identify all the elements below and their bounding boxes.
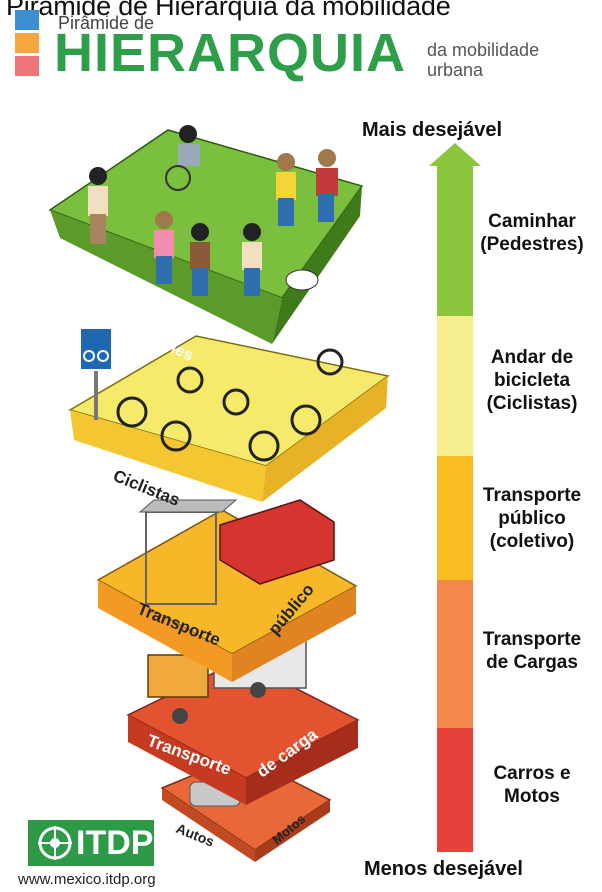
scale-segment-bike bbox=[437, 316, 473, 456]
bike-sign bbox=[79, 327, 113, 420]
logo-text: ITDP bbox=[76, 824, 154, 862]
scale-bar bbox=[429, 143, 481, 852]
segment-label-public-line-1: Transporte bbox=[482, 485, 582, 506]
scale-bottom-label: Menos desejável bbox=[364, 858, 523, 880]
brand-square-pink bbox=[15, 56, 39, 76]
segment-label-bike-line-1: Andar de bbox=[490, 347, 574, 368]
segment-label-bike: Andar de bicicleta (Ciclistas) bbox=[462, 346, 602, 415]
title-suffix: da mobilidade urbana bbox=[427, 40, 539, 80]
brand-square-orange bbox=[15, 33, 39, 53]
scale-segment-public bbox=[437, 456, 473, 580]
segment-label-public-line-2: público bbox=[498, 508, 566, 529]
segment-label-cargo-line-1: Transporte bbox=[482, 629, 582, 650]
scale-segment-walk bbox=[437, 166, 473, 316]
segment-label-public: Transporte público (coletivo) bbox=[462, 484, 602, 553]
segment-label-cars-line-1: Carros e bbox=[493, 763, 571, 784]
logo-url: www.mexico.itdp.org bbox=[18, 871, 156, 888]
segment-label-cars-line-2: Motos bbox=[504, 786, 560, 807]
level-ciclistas-label: Ciclistas bbox=[111, 466, 183, 510]
scale-top-label: Mais desejável bbox=[362, 119, 503, 141]
scale-segment-cars bbox=[437, 728, 473, 852]
segment-label-cargo-line-2: de Cargas bbox=[486, 652, 578, 673]
itdp-logo bbox=[28, 820, 154, 866]
level-peatones: Peatones bbox=[48, 125, 364, 365]
page-title: HIERARQUIA bbox=[54, 23, 407, 83]
scale-segment-cargo bbox=[437, 580, 473, 728]
level-transporte: Transporte público bbox=[96, 499, 358, 682]
level-carga: Transporte de carga bbox=[126, 631, 360, 805]
segment-label-cars: Carros e Motos bbox=[462, 762, 602, 808]
title-suffix-line-2: urbana bbox=[427, 60, 484, 80]
brand-square-blue bbox=[15, 10, 39, 30]
scale-arrow-head bbox=[429, 143, 481, 166]
segment-label-bike-line-2: bicicleta bbox=[493, 370, 571, 391]
pedestrian-figures bbox=[88, 125, 338, 296]
title-prefix: Pirâmide de bbox=[58, 13, 155, 33]
segment-label-public-line-3: (coletivo) bbox=[489, 531, 575, 552]
segment-label-walk: Caminhar (Pedestres) bbox=[462, 210, 602, 256]
segment-label-bike-line-3: (Ciclistas) bbox=[486, 393, 578, 414]
title-suffix-line-1: da mobilidade bbox=[427, 40, 540, 60]
level-ciclistas: Ciclistas bbox=[68, 335, 390, 510]
segment-label-walk-line-2: (Pedestres) bbox=[480, 234, 584, 255]
segment-label-cargo: Transporte de Cargas bbox=[462, 628, 602, 674]
logo-emblem-icon bbox=[38, 826, 72, 860]
heading-line: Pirâmide de Hierarquia da mobilidade bbox=[6, 0, 451, 21]
segment-label-walk-line-1: Caminhar bbox=[488, 211, 576, 232]
brand-squares bbox=[15, 10, 39, 79]
